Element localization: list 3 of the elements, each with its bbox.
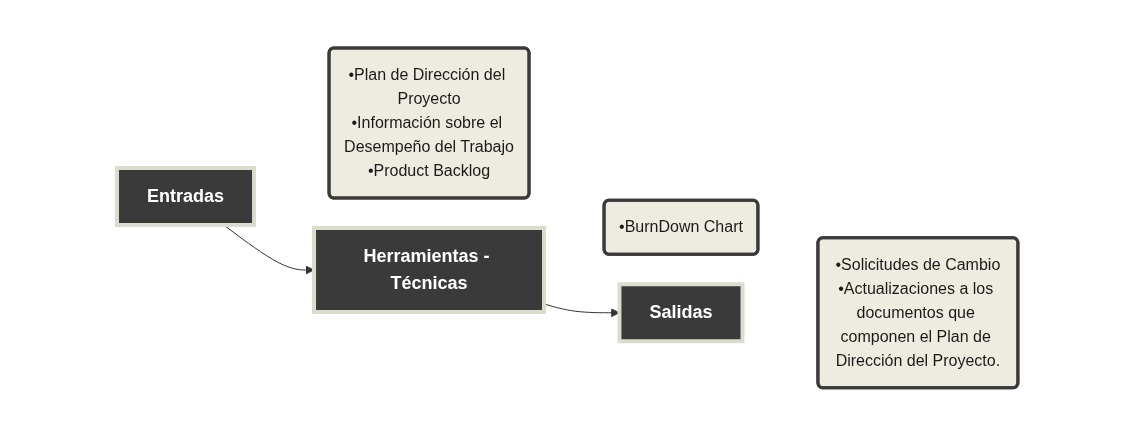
node-box: Salidas — [617, 281, 745, 343]
node-box: Herramientas - Técnicas — [312, 225, 547, 314]
node-box: Entradas — [115, 165, 257, 227]
